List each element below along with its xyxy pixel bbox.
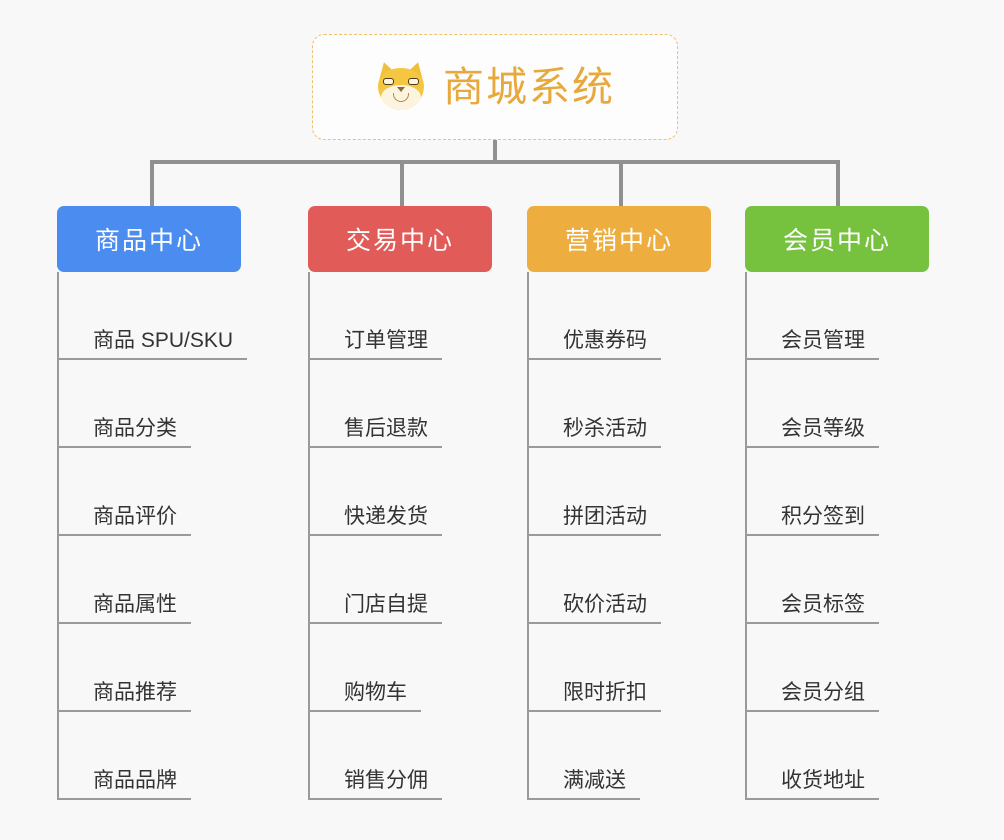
connector-drop-2 (400, 160, 404, 206)
leaf-list-member-center: 会员管理 会员等级 积分签到 会员标签 会员分组 收货地址 (745, 272, 929, 800)
leaf-label: 销售分佣 (310, 769, 442, 800)
list-item[interactable]: 会员管理 (747, 272, 929, 360)
category-title: 会员中心 (782, 227, 891, 255)
leaf-list-trade-center: 订单管理 售后退款 快递发货 门店自提 购物车 销售分佣 (308, 272, 492, 800)
leaf-label: 门店自提 (310, 593, 442, 624)
leaf-label: 商品评价 (59, 505, 191, 536)
leaf-label: 会员等级 (747, 417, 879, 448)
list-item[interactable]: 秒杀活动 (529, 360, 711, 448)
leaf-label: 积分签到 (747, 505, 879, 536)
leaf-label: 订单管理 (310, 329, 442, 360)
branch-product-center: 商品中心 商品 SPU/SKU 商品分类 商品评价 商品属性 商品推荐 商品品牌 (57, 206, 248, 800)
leaf-label: 限时折扣 (529, 681, 661, 712)
leaf-label: 商品分类 (59, 417, 191, 448)
list-item[interactable]: 砍价活动 (529, 536, 711, 624)
leaf-label: 商品推荐 (59, 681, 191, 712)
list-item[interactable]: 售后退款 (310, 360, 492, 448)
list-item[interactable]: 限时折扣 (529, 624, 711, 712)
leaf-label: 商品属性 (59, 593, 191, 624)
leaf-label: 砍价活动 (529, 593, 661, 624)
list-item[interactable]: 商品分类 (59, 360, 241, 448)
leaf-label: 秒杀活动 (529, 417, 661, 448)
root-node[interactable]: 商城系统 (312, 34, 678, 140)
list-item[interactable]: 优惠券码 (529, 272, 711, 360)
category-title: 营销中心 (564, 227, 673, 255)
leaf-label: 商品品牌 (59, 769, 191, 800)
connector-drop-1 (150, 160, 154, 206)
leaf-label: 满减送 (529, 769, 640, 800)
connector-drop-3 (619, 160, 623, 206)
list-item[interactable]: 销售分佣 (310, 712, 492, 800)
connector-root-stem (493, 140, 497, 164)
leaf-label: 购物车 (310, 681, 421, 712)
branch-trade-center: 交易中心 订单管理 售后退款 快递发货 门店自提 购物车 销售分佣 (308, 206, 492, 800)
category-header-product-center[interactable]: 商品中心 (57, 206, 241, 272)
leaf-label: 快递发货 (310, 505, 442, 536)
list-item[interactable]: 门店自提 (310, 536, 492, 624)
category-title: 商品中心 (94, 227, 203, 255)
category-header-marketing-center[interactable]: 营销中心 (527, 206, 711, 272)
leaf-label: 拼团活动 (529, 505, 661, 536)
leaf-label: 售后退款 (310, 417, 442, 448)
list-item[interactable]: 会员分组 (747, 624, 929, 712)
list-item[interactable]: 会员等级 (747, 360, 929, 448)
list-item[interactable]: 满减送 (529, 712, 711, 800)
list-item[interactable]: 商品推荐 (59, 624, 241, 712)
leaf-list-product-center: 商品 SPU/SKU 商品分类 商品评价 商品属性 商品推荐 商品品牌 (57, 272, 248, 800)
connector-horizontal-bar (150, 160, 840, 164)
leaf-label: 会员管理 (747, 329, 879, 360)
leaf-label: 会员标签 (747, 593, 879, 624)
list-item[interactable]: 积分签到 (747, 448, 929, 536)
list-item[interactable]: 购物车 (310, 624, 492, 712)
leaf-label: 收货地址 (747, 769, 879, 800)
category-header-trade-center[interactable]: 交易中心 (308, 206, 492, 272)
list-item[interactable]: 商品评价 (59, 448, 241, 536)
connector-drop-4 (836, 160, 840, 206)
list-item[interactable]: 订单管理 (310, 272, 492, 360)
leaf-list-marketing-center: 优惠券码 秒杀活动 拼团活动 砍价活动 限时折扣 满减送 (527, 272, 711, 800)
list-item[interactable]: 会员标签 (747, 536, 929, 624)
category-title: 交易中心 (345, 227, 454, 255)
leaf-label: 会员分组 (747, 681, 879, 712)
list-item[interactable]: 快递发货 (310, 448, 492, 536)
shiba-dog-icon (375, 59, 427, 113)
leaf-label: 优惠券码 (529, 329, 661, 360)
list-item[interactable]: 商品品牌 (59, 712, 241, 800)
branch-member-center: 会员中心 会员管理 会员等级 积分签到 会员标签 会员分组 收货地址 (745, 206, 929, 800)
list-item[interactable]: 收货地址 (747, 712, 929, 800)
leaf-label: 商品 SPU/SKU (59, 329, 248, 360)
list-item[interactable]: 商品 SPU/SKU (59, 272, 248, 360)
list-item[interactable]: 拼团活动 (529, 448, 711, 536)
list-item[interactable]: 商品属性 (59, 536, 241, 624)
branch-marketing-center: 营销中心 优惠券码 秒杀活动 拼团活动 砍价活动 限时折扣 满减送 (527, 206, 711, 800)
category-header-member-center[interactable]: 会员中心 (745, 206, 929, 272)
root-title: 商城系统 (443, 63, 615, 110)
